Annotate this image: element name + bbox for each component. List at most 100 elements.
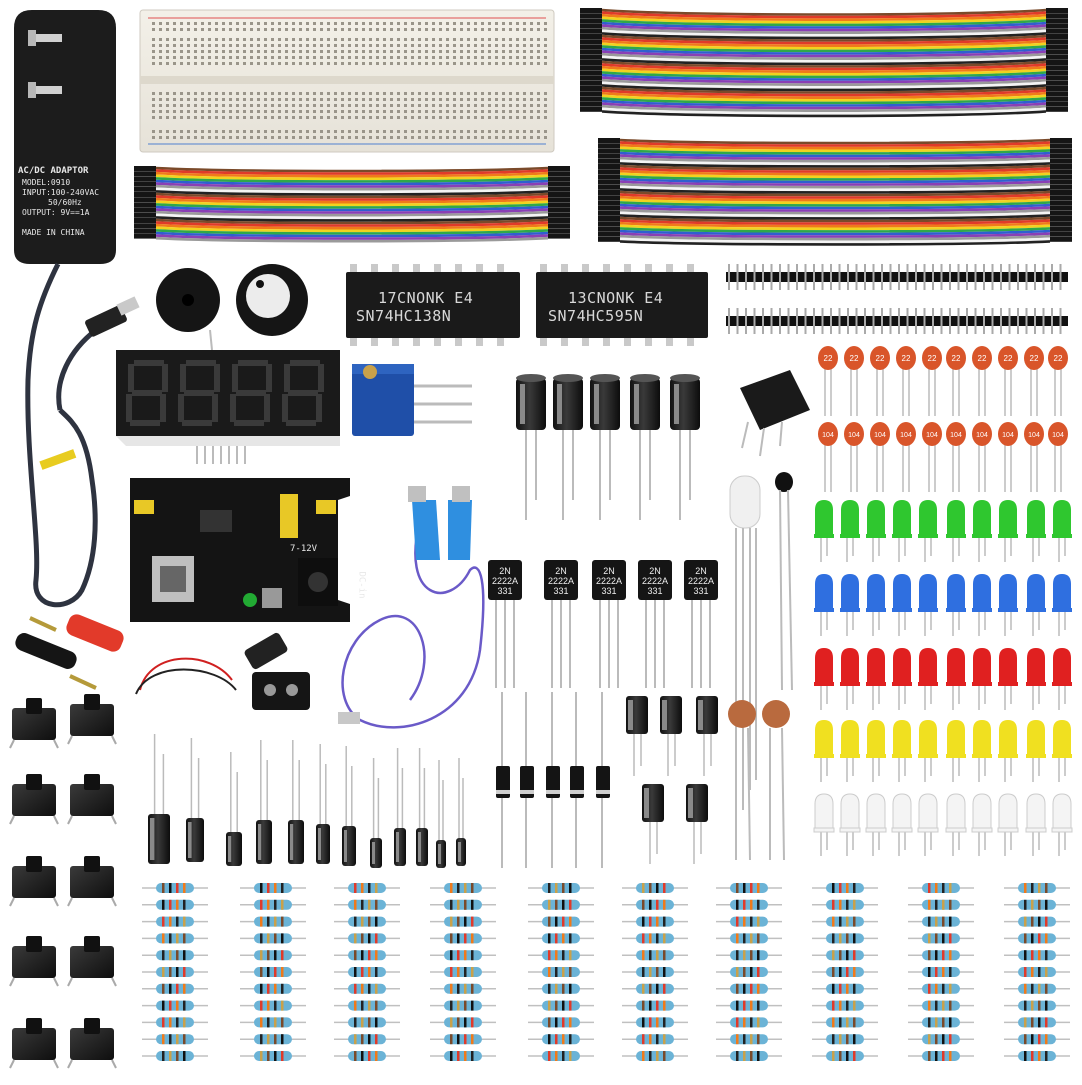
breadboard-hole	[523, 56, 526, 59]
resistor-body	[730, 916, 768, 927]
resistor-band	[267, 916, 270, 927]
breadboard-hole	[285, 56, 288, 59]
resistor-body	[730, 1017, 768, 1028]
breadboard-hole	[460, 98, 463, 101]
capacitor-stripe	[372, 842, 375, 864]
resistor-body	[156, 950, 194, 961]
breadboard-hole	[502, 44, 505, 47]
breadboard-hole	[334, 98, 337, 101]
breadboard-hole	[383, 22, 386, 25]
header-pin	[940, 264, 943, 290]
breadboard-hole	[355, 38, 358, 41]
breadboard-hole	[194, 98, 197, 101]
breadboard-hole	[173, 22, 176, 25]
wire-connector	[548, 166, 570, 171]
breadboard-hole	[530, 38, 533, 41]
resistor-band	[928, 883, 931, 893]
breadboard-hole	[390, 130, 393, 133]
breadboard-hole	[152, 22, 155, 25]
resistor-body	[254, 1017, 292, 1028]
breadboard-hole	[537, 130, 540, 133]
breadboard-hole	[453, 50, 456, 53]
breadboard-hole	[208, 116, 211, 119]
resistor-band	[757, 983, 760, 994]
jumper-wire	[619, 224, 1051, 231]
breadboard-hole	[341, 38, 344, 41]
breadboard-hole	[341, 116, 344, 119]
resistor-body	[254, 1034, 292, 1045]
breadboard-hole	[299, 56, 302, 59]
breadboard-hole	[369, 130, 372, 133]
resistor-band	[757, 967, 760, 977]
ceramic-disc	[844, 422, 864, 446]
resistor-band	[569, 983, 572, 994]
resistor-band	[750, 1017, 753, 1028]
resistor-band	[464, 1051, 467, 1061]
resistor-band	[555, 883, 558, 893]
resistor-band	[562, 983, 565, 994]
breadboard-hole	[383, 50, 386, 53]
breadboard-hole	[411, 92, 414, 95]
segment	[132, 390, 162, 396]
breadboard-hole	[264, 22, 267, 25]
ceramic-label: 104	[1002, 432, 1014, 439]
breadboard-hole	[411, 110, 414, 113]
breadboard-hole	[432, 110, 435, 113]
capacitor-body	[416, 828, 428, 866]
breadboard-hole	[208, 104, 211, 107]
breadboard-hole	[194, 92, 197, 95]
header-pin	[983, 308, 985, 334]
capacitor-body	[394, 828, 406, 866]
header-pin	[753, 264, 756, 290]
resistor-band	[928, 967, 931, 977]
breadboard-hole	[544, 56, 547, 59]
button-leg	[111, 897, 117, 907]
jumper-wire	[601, 110, 1047, 118]
resistor-band	[183, 933, 186, 944]
breadboard-hole	[264, 136, 267, 139]
resistor-body	[636, 883, 674, 893]
breadboard-hole	[194, 136, 197, 139]
resistor-band	[656, 933, 659, 944]
jumper-wire	[155, 166, 549, 173]
breadboard-hole	[390, 44, 393, 47]
breadboard-hole	[516, 22, 519, 25]
resistor-band	[1045, 983, 1048, 994]
resistor-band	[260, 967, 263, 977]
resistor-band	[656, 967, 659, 977]
breadboard-hole	[544, 62, 547, 65]
header-pin	[762, 308, 764, 334]
breadboard-hole	[376, 110, 379, 113]
header-pin	[745, 264, 747, 290]
led-body	[815, 500, 833, 536]
resistor-body	[348, 1034, 386, 1045]
resistor-band	[928, 916, 931, 927]
breadboard-hole	[453, 116, 456, 119]
breadboard-hole	[271, 22, 274, 25]
breadboard-hole	[173, 104, 176, 107]
breadboard-hole	[306, 104, 309, 107]
breadboard-hole	[411, 56, 414, 59]
breadboard-hole	[348, 62, 351, 65]
jumper-wire	[601, 71, 1047, 79]
wire-connector	[134, 218, 156, 223]
led-body	[973, 500, 991, 536]
jumper-wire	[619, 188, 1051, 194]
breadboard-hole	[502, 104, 505, 107]
jumper-wires-middle-right	[598, 138, 1072, 246]
header-pin	[1051, 308, 1053, 334]
chip2-code: 13CNONK E4	[568, 289, 664, 307]
wire-connector	[598, 138, 620, 143]
resistor-band	[642, 983, 645, 994]
ic-pin	[561, 264, 568, 272]
breadboard-hole	[187, 136, 190, 139]
led-body	[1053, 500, 1071, 536]
led-body	[867, 720, 885, 756]
resistor-band	[471, 1017, 474, 1028]
breadboard-hole	[516, 136, 519, 139]
breadboard-hole	[446, 28, 449, 31]
wire-connector	[134, 192, 156, 197]
breadboard-hole	[152, 28, 155, 31]
breadboard-hole	[250, 130, 253, 133]
breadboard-hole	[327, 104, 330, 107]
